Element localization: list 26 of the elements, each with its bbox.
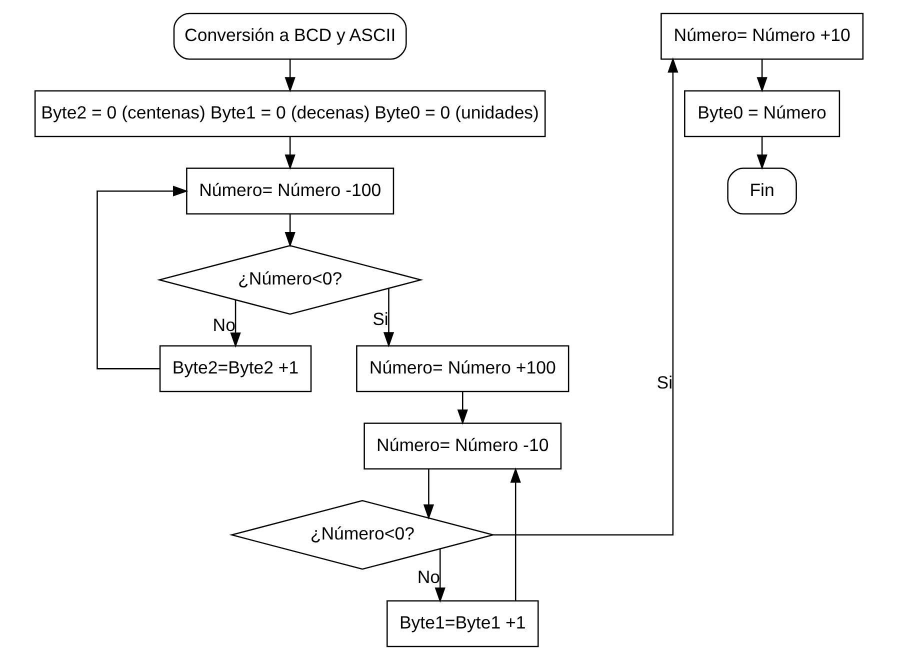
- node-box: Fin: [726, 168, 796, 215]
- node-box: Número= Número -100: [186, 168, 394, 215]
- arrow: [756, 60, 767, 92]
- edge-label: Si: [656, 372, 672, 393]
- node-box: Número= Número +10: [660, 12, 864, 60]
- arrow: [492, 57, 678, 536]
- node-diamond: ¿Número<0?: [228, 500, 496, 570]
- node-box: Número= Número -10: [363, 422, 562, 470]
- arrow: [96, 186, 188, 370]
- node-box: Número= Número +100: [356, 345, 569, 392]
- edge-label: No: [212, 314, 235, 335]
- node-box: Byte0 = Número: [684, 90, 840, 138]
- arrow: [230, 300, 240, 348]
- node-box: Byte2 = 0 (centenas) Byte1 = 0 (decenas) Byte0 = 0 (unidades): [34, 90, 546, 138]
- arrow: [382, 288, 394, 348]
- arrow: [456, 392, 468, 425]
- arrow: [284, 136, 295, 170]
- arrow: [510, 468, 520, 601]
- arrow: [284, 214, 295, 248]
- node-box: Byte2=Byte2 +1: [158, 345, 312, 392]
- arrow: [422, 468, 434, 520]
- arrow: [756, 136, 767, 170]
- node-box: Byte1=Byte1 +1: [386, 600, 538, 648]
- arrow: [284, 60, 295, 92]
- node-box: Conversión a BCD y ASCII: [172, 12, 406, 60]
- arrow: [434, 549, 445, 603]
